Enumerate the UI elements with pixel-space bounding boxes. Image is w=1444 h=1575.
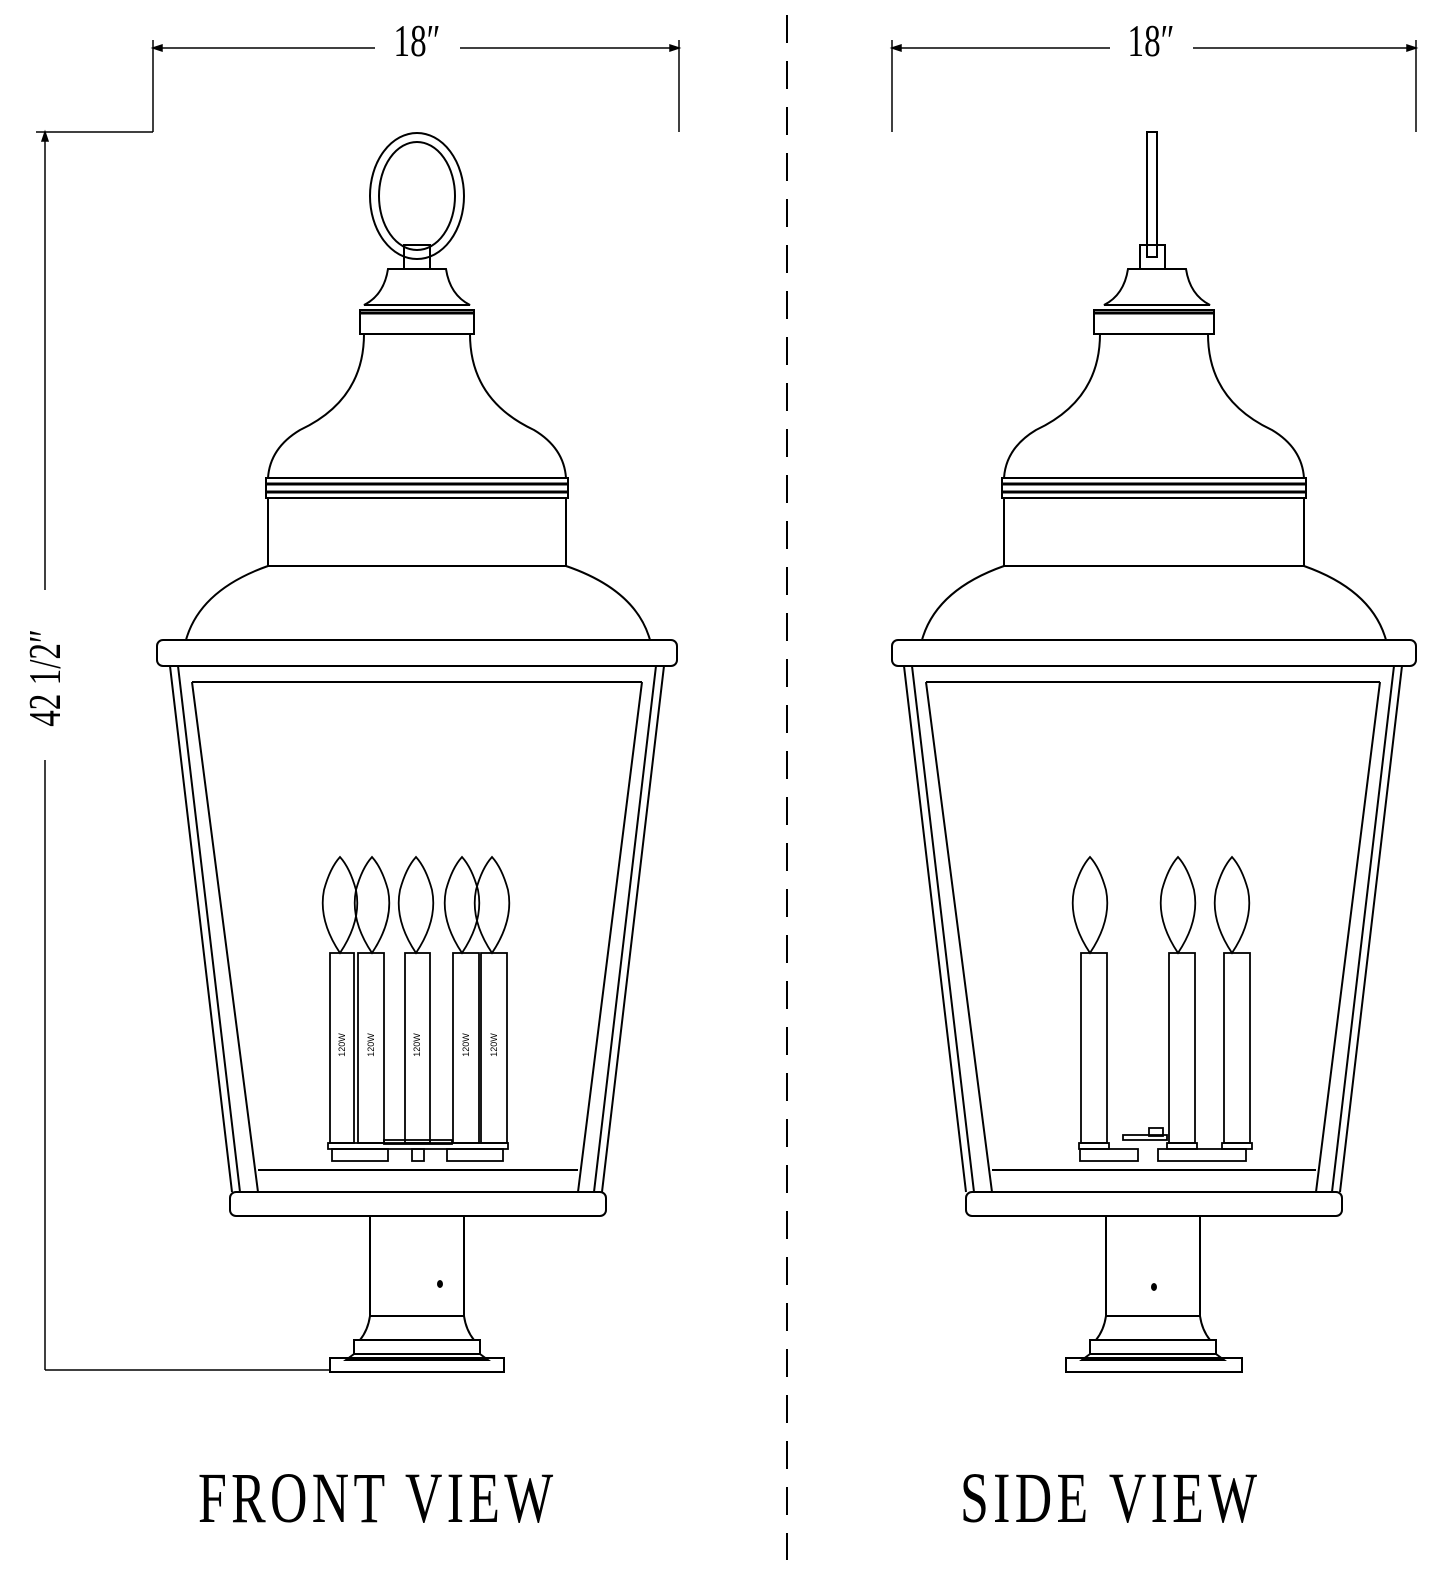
front-view-title: FRONT VIEW <box>198 1458 558 1538</box>
front-width-dimension <box>36 40 682 133</box>
side-view-title: SIDE VIEW <box>960 1458 1262 1538</box>
bulb-label: 120W <box>337 1033 347 1057</box>
height-label: 42 1/2″ <box>19 629 70 727</box>
bulb-label: 120W <box>461 1033 471 1057</box>
bulb-label: 120W <box>489 1033 499 1057</box>
side-width-dimension <box>889 40 1419 132</box>
bulb-label: 120W <box>366 1033 376 1057</box>
bulb-label: 120W <box>412 1033 422 1057</box>
front-candles <box>321 855 511 1162</box>
side-width-label: 18″ <box>1127 15 1175 66</box>
height-dimension <box>40 129 330 1371</box>
side-lantern <box>891 131 1417 1373</box>
side-candles <box>1071 855 1253 1162</box>
front-lantern <box>156 132 678 1373</box>
front-width-label: 18″ <box>393 15 441 66</box>
